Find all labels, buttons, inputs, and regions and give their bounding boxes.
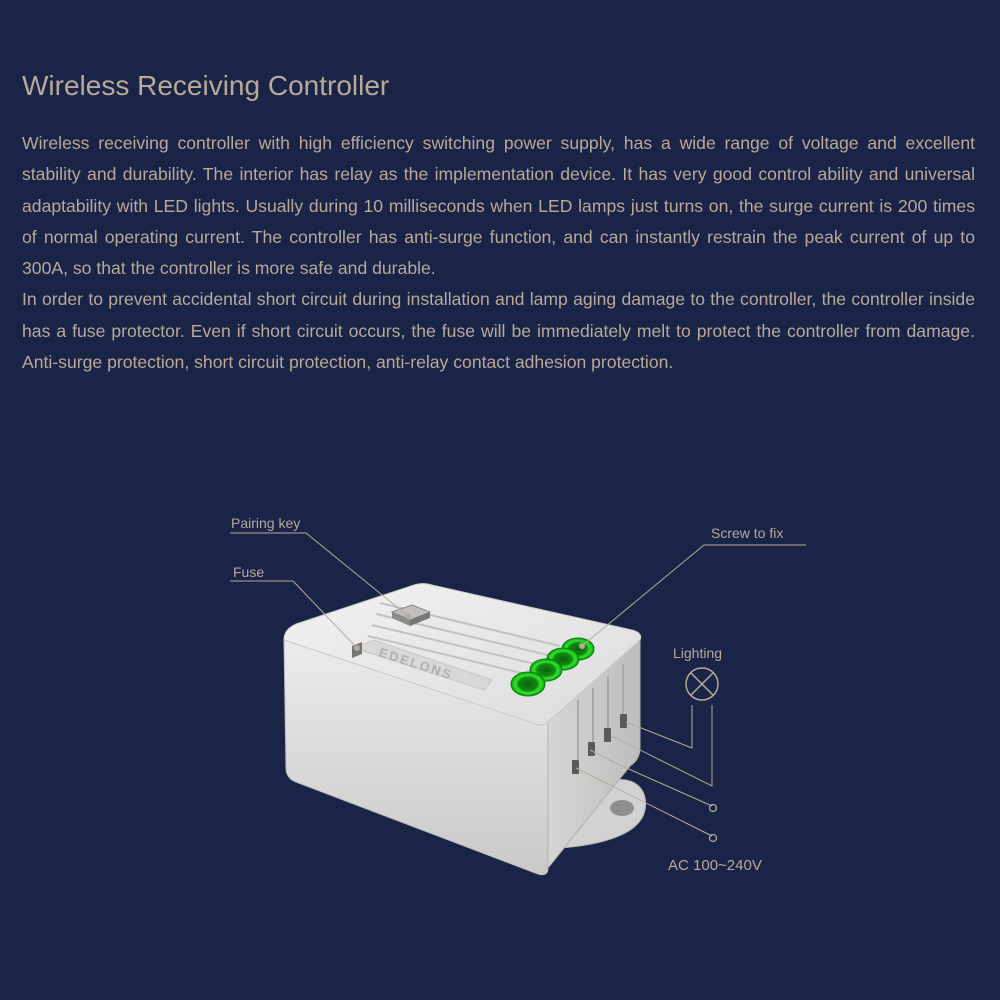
- device-front-face: [283, 639, 549, 876]
- description-text: Wireless receiving controller with high …: [22, 128, 975, 378]
- label-screw-to-fix: Screw to fix: [711, 525, 783, 541]
- pairing-key-button[interactable]: [390, 604, 432, 626]
- terminal-screws[interactable]: [510, 637, 595, 697]
- page-title: Wireless Receiving Controller: [22, 70, 390, 101]
- side-ribs: [577, 664, 624, 760]
- label-pairing-key: Pairing key: [231, 515, 300, 531]
- description-paragraph-2: In order to prevent accidental short cir…: [22, 289, 975, 373]
- callout-dots: [354, 613, 718, 843]
- callout-lines: [230, 532, 806, 837]
- device-top-face: [283, 583, 642, 726]
- label-fuse: Fuse: [233, 564, 264, 580]
- description-paragraph-1: Wireless receiving controller with high …: [22, 133, 975, 279]
- label-lighting: Lighting: [673, 645, 722, 661]
- lamp-icon: [685, 667, 719, 701]
- wire-terminals: [572, 714, 627, 774]
- label-ac-input: AC 100~240V: [668, 857, 762, 874]
